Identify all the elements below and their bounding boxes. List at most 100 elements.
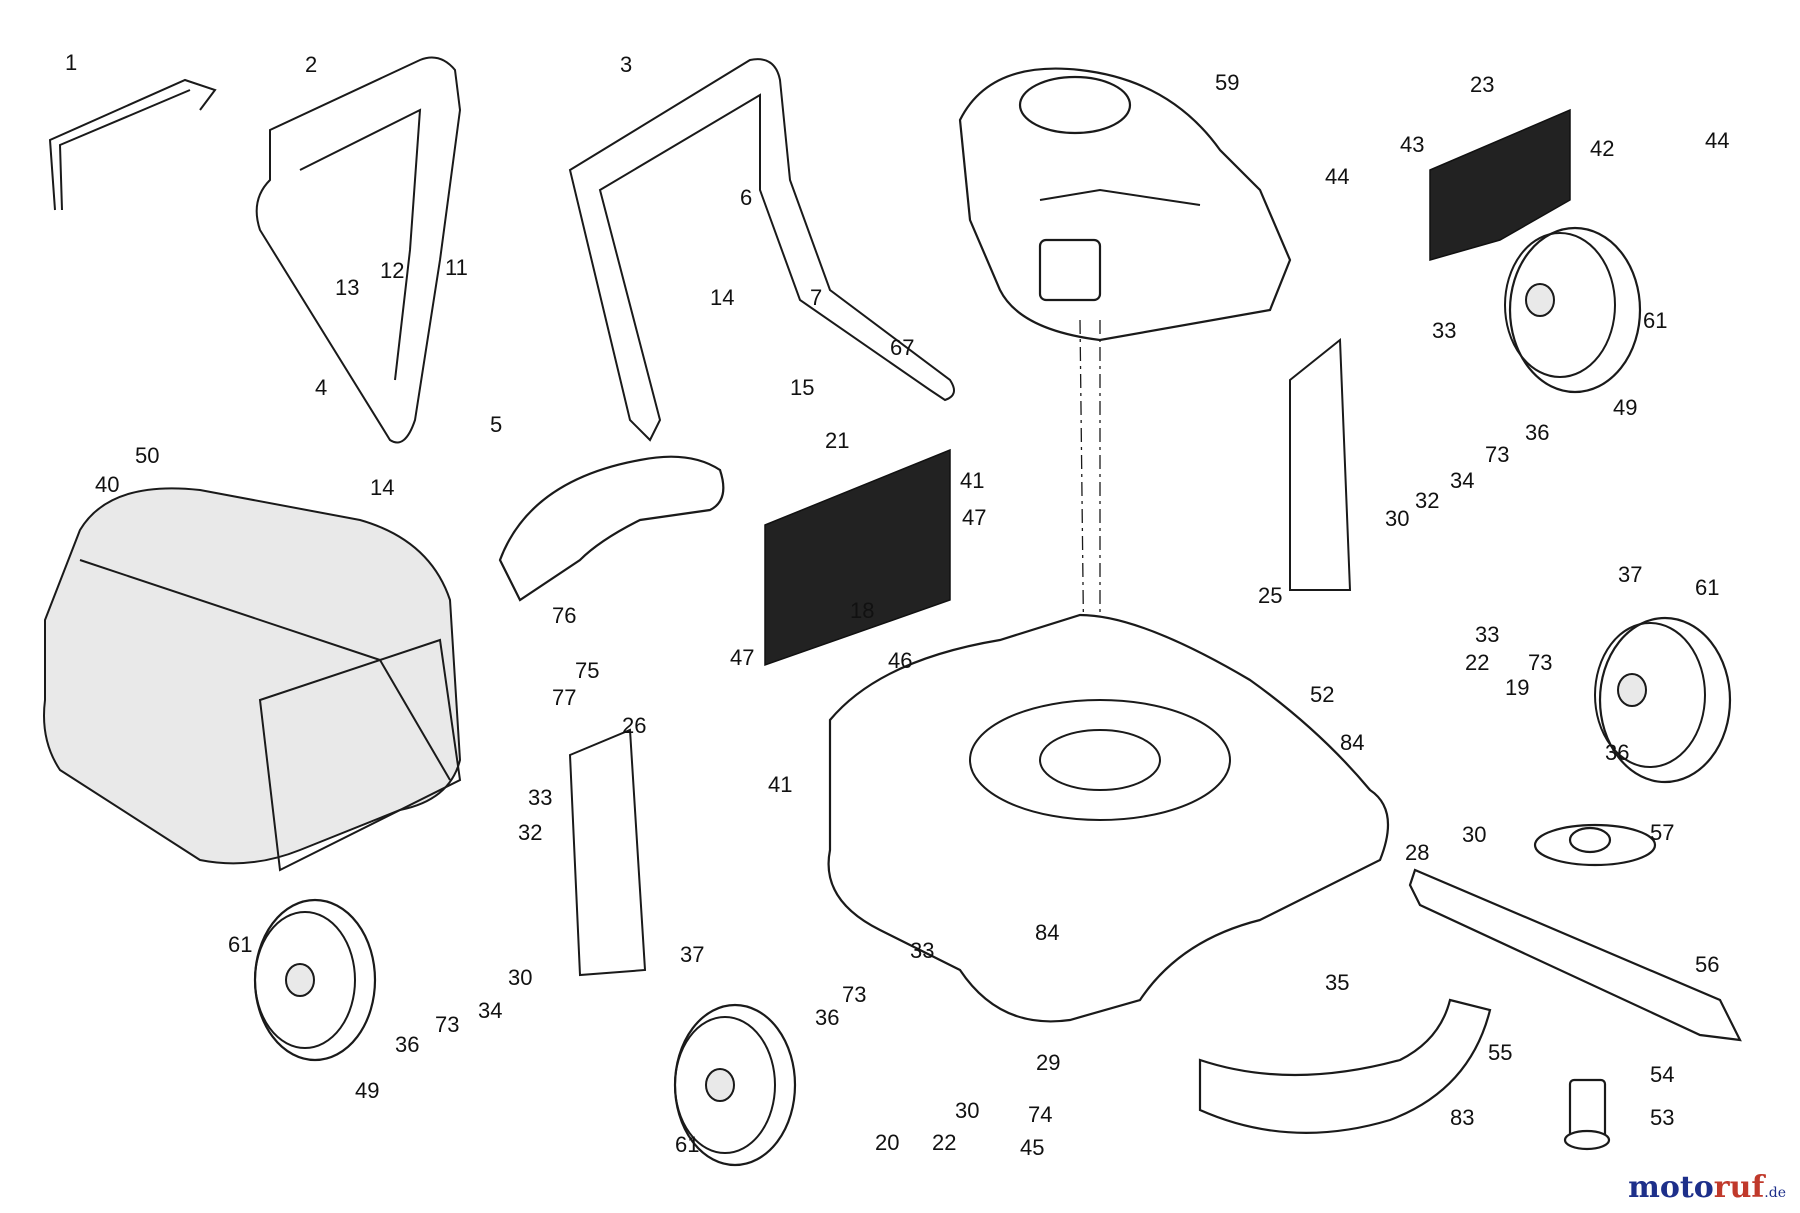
callout-label: 30 [508, 965, 532, 990]
callout-label: 3 [620, 52, 632, 77]
callout-label: 45 [1020, 1135, 1044, 1160]
callout-labels: 1 2 3 59 23 43 42 44 44 6 12 13 11 7 14 … [65, 50, 1729, 1160]
callout-label: 11 [445, 255, 468, 280]
callout-label: 14 [710, 285, 734, 310]
brand-part-3: .de [1764, 1185, 1786, 1201]
callout-label: 28 [1405, 840, 1429, 865]
callout-label: 26 [622, 713, 646, 738]
callout-label: 46 [888, 648, 912, 673]
callout-label: 36 [1605, 740, 1629, 765]
callout-label: 44 [1705, 128, 1729, 153]
height-adjuster-rear-right [1289, 337, 1352, 591]
callout-label: 6 [740, 185, 752, 210]
wheel-front-left-part-37 [673, 1003, 797, 1167]
rear-flap-part-21 [764, 448, 951, 667]
callout-label: 73 [435, 1012, 459, 1037]
callout-label: 36 [395, 1032, 419, 1057]
engine-part-59 [958, 67, 1292, 342]
callout-label: 13 [335, 275, 359, 300]
callout-label: 15 [790, 375, 814, 400]
callout-label: 2 [305, 52, 317, 77]
callout-label: 12 [380, 258, 404, 283]
callout-label: 7 [810, 285, 822, 310]
callout-label: 19 [1505, 675, 1529, 700]
callout-label: 40 [95, 472, 119, 497]
callout-label: 47 [730, 645, 754, 670]
callout-label: 61 [675, 1132, 699, 1157]
callout-label: 42 [1590, 136, 1614, 161]
callout-label: 61 [228, 932, 252, 957]
blade-bolt-part-53 [1563, 1078, 1611, 1151]
callout-label: 23 [1470, 72, 1494, 97]
handle-upper-part-2 [255, 56, 462, 444]
callout-label: 37 [1618, 562, 1642, 587]
callout-label: 43 [1400, 132, 1424, 157]
wheel-front-right-part-37 [1594, 616, 1732, 784]
callout-label: 35 [1325, 970, 1349, 995]
handle-pivot-part-21 [498, 455, 725, 602]
callout-label: 36 [1525, 420, 1549, 445]
blade-adapter-part-57 [1533, 823, 1657, 867]
callout-label: 14 [370, 475, 394, 500]
callout-label: 57 [1650, 820, 1674, 845]
callout-label: 21 [825, 428, 849, 453]
callout-label: 73 [1485, 442, 1509, 467]
callout-label: 47 [962, 505, 986, 530]
callout-label: 49 [1613, 395, 1637, 420]
callout-label: 30 [1462, 822, 1486, 847]
callout-label: 22 [932, 1130, 956, 1155]
callout-label: 32 [518, 820, 542, 845]
callout-label: 77 [552, 685, 576, 710]
callout-label: 29 [1036, 1050, 1060, 1075]
callout-label: 83 [1450, 1105, 1474, 1130]
wheel-rear-left-part-49 [253, 898, 377, 1062]
callout-label: 22 [1465, 650, 1489, 675]
callout-label: 5 [490, 412, 502, 437]
callout-label: 44 [1325, 164, 1349, 189]
callout-label: 34 [1450, 468, 1474, 493]
callout-label: 55 [1488, 1040, 1512, 1065]
height-adjuster-front-left [568, 728, 647, 977]
callout-label: 41 [768, 772, 792, 797]
handle-lower-part-3 [568, 58, 955, 442]
callout-label: 41 [960, 468, 984, 493]
callout-label: 84 [1035, 920, 1059, 945]
callout-label: 49 [355, 1078, 379, 1103]
callout-label: 30 [1385, 506, 1409, 531]
callout-label: 4 [315, 375, 327, 400]
callout-label: 59 [1215, 70, 1239, 95]
callout-label: 74 [1028, 1102, 1052, 1127]
mower-deck-part-52 [827, 613, 1390, 1023]
callout-label: 18 [850, 598, 874, 623]
callout-label: 61 [1695, 575, 1719, 600]
baffle-part-83 [1198, 998, 1492, 1134]
callout-label: 73 [842, 982, 866, 1007]
callout-label: 30 [955, 1098, 979, 1123]
grass-catcher-part-40 [43, 487, 462, 872]
callout-label: 1 [65, 50, 77, 75]
callout-label: 33 [1432, 318, 1456, 343]
callout-label: 33 [910, 938, 934, 963]
callout-label: 20 [875, 1130, 899, 1155]
callout-label: 76 [552, 603, 576, 628]
callout-label: 33 [1475, 622, 1499, 647]
callout-label: 37 [680, 942, 704, 967]
watermark-logo: motoruf.de [1628, 1170, 1786, 1205]
blade-part-56 [1408, 868, 1742, 1042]
callout-label: 61 [1643, 308, 1667, 333]
callout-label: 54 [1650, 1062, 1674, 1087]
callout-label: 52 [1310, 682, 1334, 707]
callout-label: 50 [135, 443, 159, 468]
callout-label: 53 [1650, 1105, 1674, 1130]
callout-label: 56 [1695, 952, 1719, 977]
brand-part-2: ruf [1713, 1170, 1765, 1205]
callout-label: 32 [1415, 488, 1439, 513]
callout-label: 25 [1258, 583, 1282, 608]
brand-part-1: moto [1628, 1170, 1714, 1205]
callout-label: 73 [1528, 650, 1552, 675]
callout-label: 84 [1340, 730, 1364, 755]
callout-label: 33 [528, 785, 552, 810]
wheel-rear-right-part-49 [1504, 226, 1642, 394]
flap-part-23 [1429, 108, 1571, 261]
